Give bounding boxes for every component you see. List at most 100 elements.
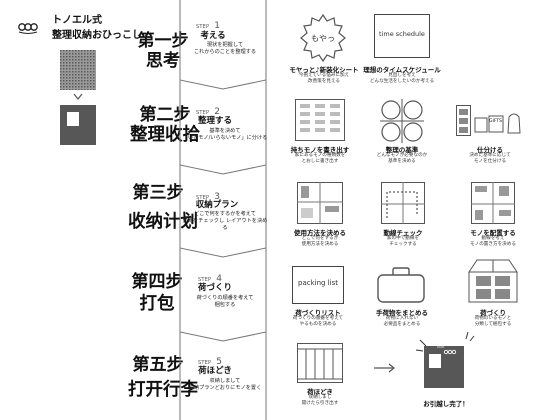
schedule-title: 理想のタイムスケジュール bbox=[363, 66, 441, 74]
kijun-desc2: 基準を決める bbox=[388, 159, 416, 164]
step2-label: STEP bbox=[196, 110, 210, 116]
step1-number: 1 bbox=[214, 21, 221, 31]
packing-desc: 荷づくりの順番を考えて やるものを決める bbox=[284, 316, 352, 328]
brand-title-line2: 整理収納おひっこし bbox=[52, 30, 142, 41]
nihodoki-title: 荷ほどき bbox=[307, 388, 333, 396]
konpou-desc2: 分類して梱包する bbox=[474, 322, 512, 327]
moyamoya-badge-icon bbox=[300, 13, 346, 63]
step1-zh-title: 第一步 bbox=[137, 31, 189, 51]
step1-title: 考える bbox=[200, 31, 226, 41]
step1-desc1: 現状を把握して bbox=[206, 42, 244, 48]
step2-desc: 基準を決めて 「いるモノ/いらないモノ」に分ける bbox=[181, 128, 269, 142]
floorplan-path-icon bbox=[381, 182, 425, 224]
house-after-icon bbox=[60, 105, 96, 145]
packing-title: 荷づくりリスト bbox=[295, 309, 341, 317]
step4-desc2: 梱包する bbox=[214, 302, 236, 308]
step5-tag: STEP 5 bbox=[198, 349, 222, 368]
step4-zh-title: 第四步 bbox=[131, 272, 183, 292]
house-before-icon bbox=[60, 50, 96, 90]
mochimono-desc2: とおしに書き出す bbox=[301, 159, 339, 164]
bag-icon bbox=[377, 267, 425, 303]
packing-desc1: 荷づくりの順番を考えて bbox=[292, 316, 344, 321]
konpou-desc1: 荷物のいるモノと bbox=[474, 316, 512, 321]
dousen-title: 動線チェック bbox=[383, 229, 423, 237]
step1-desc2: これからのことを整理する bbox=[193, 49, 257, 55]
dousen-desc: 家の中で動線を チェックする bbox=[374, 236, 432, 248]
shiwake-desc1: 決めた基準に応じて bbox=[469, 153, 511, 158]
step2-desc1: 基準を決めて bbox=[209, 128, 241, 134]
moyamoya-title: モヤっと♪新装化シート bbox=[289, 66, 359, 74]
step3-desc1: どこで何をするかを考えて bbox=[194, 211, 256, 217]
step4-desc1: 荷づくりの順番を考えて bbox=[196, 295, 254, 301]
haichi-desc2: モノの置き方を決める bbox=[470, 242, 516, 247]
gifts-label: GIFTS bbox=[489, 119, 502, 124]
tenimotsu-desc1: 荷物に入れない bbox=[385, 316, 419, 321]
step4-number: 4 bbox=[216, 274, 223, 284]
shiwake-title: 仕分ける bbox=[477, 146, 503, 154]
brand-logo bbox=[18, 20, 38, 34]
haichi-desc: 動線を考え モノの置き方を決める bbox=[462, 236, 524, 248]
mochimono-desc: 家にあるモノの種類数を とおしに書き出す bbox=[284, 153, 356, 165]
kijun-title: 整理の基準 bbox=[385, 146, 419, 154]
brand-title-line1: トノエル式 bbox=[52, 15, 102, 26]
step-flow-connector bbox=[179, 0, 267, 420]
step1-tag: STEP 1 bbox=[196, 13, 220, 32]
kijun-desc: どんなモノが必要なのか 基準を決める bbox=[366, 153, 438, 165]
shiwake-desc: 決めた基準に応じて モノを仕分ける bbox=[454, 153, 526, 165]
step2-zh-sub: 整理收拾 bbox=[130, 125, 200, 145]
completed-house-icon bbox=[415, 331, 475, 388]
step3-desc2: 動線をチェックし レイアウトを決める bbox=[182, 218, 268, 231]
step3-number: 3 bbox=[214, 192, 221, 202]
step2-number: 2 bbox=[214, 107, 221, 117]
tenimotsu-desc: 荷物に入れない 必要品をまとめる bbox=[370, 316, 434, 328]
nihodoki-desc: 収納しまし 開けたら引き出す bbox=[290, 395, 350, 407]
nihodoki-desc1: 収納しまし bbox=[308, 395, 332, 400]
step2-desc2: 「いるモノ/いらないモノ」に分ける bbox=[182, 135, 268, 141]
floorplan-usage-icon bbox=[297, 182, 343, 224]
schedule-icon-text: time schedule bbox=[379, 30, 425, 38]
schedule-desc: 見直しを考え どんな生活をしたいのか考える bbox=[362, 73, 442, 85]
step2-zh-title: 第二步 bbox=[139, 105, 191, 125]
shiyou-title: 使用方法を決める bbox=[294, 229, 346, 237]
dousen-desc2: チェックする bbox=[389, 242, 417, 247]
step5-zh-title: 第五步 bbox=[132, 355, 184, 375]
moyamoya-icon-text: もやっ bbox=[311, 34, 335, 43]
box-icon bbox=[468, 259, 518, 303]
step5-title: 荷ほどき bbox=[198, 366, 232, 376]
done-title: お引越し完了！ bbox=[423, 400, 469, 408]
floorplan-furniture-icon bbox=[471, 182, 515, 224]
step1-desc: 現状を把握して これからのことを整理する bbox=[181, 42, 269, 56]
step5-number: 5 bbox=[216, 357, 223, 367]
schedule-desc1: 見直しを考え bbox=[388, 73, 416, 78]
step5-label: STEP bbox=[198, 360, 212, 366]
mochimono-title: 持ちモノを書き出す bbox=[290, 146, 350, 154]
step3-tag: STEP 3 bbox=[196, 184, 220, 203]
step4-tag: STEP 4 bbox=[198, 266, 222, 285]
konpou-desc: 荷物のいるモノと 分類して梱包する bbox=[462, 316, 524, 328]
step3-label: STEP bbox=[196, 195, 210, 201]
kijun-desc1: どんなモノが必要なのか bbox=[376, 153, 428, 158]
step4-zh-sub: 打包 bbox=[139, 294, 175, 314]
step4-label: STEP bbox=[198, 277, 212, 283]
criteria-circles-icon bbox=[380, 99, 424, 143]
step5-desc2: 収納プランどおりにモノを置く bbox=[188, 385, 262, 391]
step5-desc1: 収納しまして bbox=[209, 378, 241, 384]
mochimono-desc1: 家にあるモノの種類数を bbox=[294, 153, 346, 158]
moyamoya-desc2: 改善策を見える bbox=[307, 79, 341, 84]
packing-icon-text: packing list bbox=[298, 279, 338, 287]
packing-list-card-icon bbox=[292, 266, 344, 304]
step3-title: 収納プラン bbox=[195, 200, 239, 210]
step4-title: 荷づくり bbox=[197, 283, 232, 293]
right-arrow-icon bbox=[374, 363, 395, 373]
shiyou-desc1: どこで何をするか bbox=[301, 236, 339, 241]
sorting-items-icon bbox=[456, 105, 521, 136]
step5-desc: 収納しまして 収納プランどおりにモノを置く bbox=[181, 378, 269, 392]
schedule-desc2: どんな生活をしたいのか考える bbox=[369, 79, 435, 84]
shiyou-desc2: 使用方法を決める bbox=[301, 242, 339, 247]
tenimotsu-desc2: 必要品をまとめる bbox=[383, 322, 421, 327]
packing-desc2: やるものを決める bbox=[299, 322, 337, 327]
step2-tag: STEP 2 bbox=[196, 99, 220, 118]
shelf-icon bbox=[297, 343, 343, 383]
konpou-title: 荷づくり bbox=[480, 309, 506, 317]
step3-zh-title: 第三步 bbox=[132, 183, 184, 203]
